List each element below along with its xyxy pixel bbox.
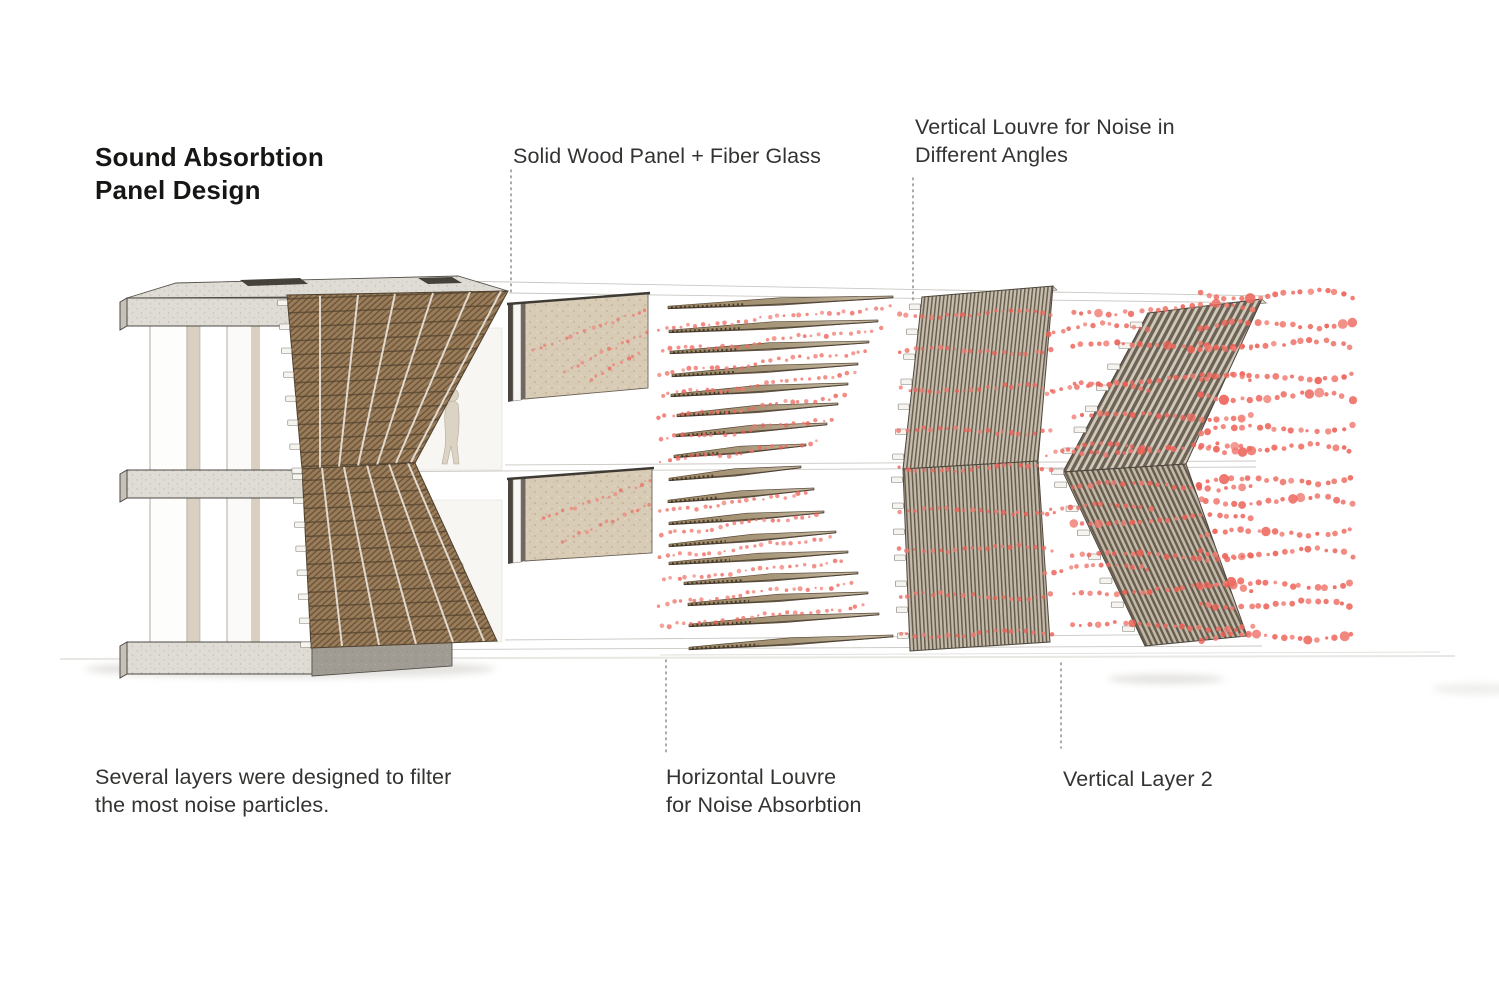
building-section [119, 275, 509, 679]
roof-slot [418, 277, 462, 284]
roof-slot [240, 278, 308, 286]
leader-lines [510, 169, 1062, 753]
columns [149, 325, 260, 643]
label-solid-wood-panel: Solid Wood Panel + Fiber Glass [513, 144, 821, 168]
label-vertical-layer-2: Vertical Layer 2 [1063, 767, 1213, 791]
label-vertical-louvre: Vertical Louvre for Noise in Different A… [915, 115, 1175, 167]
louvre-brackets [277, 299, 311, 648]
caption-text: Several layers were designed to filter t… [95, 765, 452, 817]
horizontal-louvre [667, 295, 894, 651]
facade-louvre-upper [286, 290, 509, 470]
solid-wood-fiber-glass-panels [506, 291, 655, 564]
page-title: Sound Absorbtion Panel Design [95, 142, 324, 205]
fiber-panel-upper [506, 291, 651, 402]
facade-louvre-lower [301, 462, 498, 649]
label-horizontal-louvre: Horizontal Louvre for Noise Absorbtion [666, 765, 862, 817]
fiber-panel-lower [506, 466, 655, 564]
noise-particles [531, 287, 1358, 645]
